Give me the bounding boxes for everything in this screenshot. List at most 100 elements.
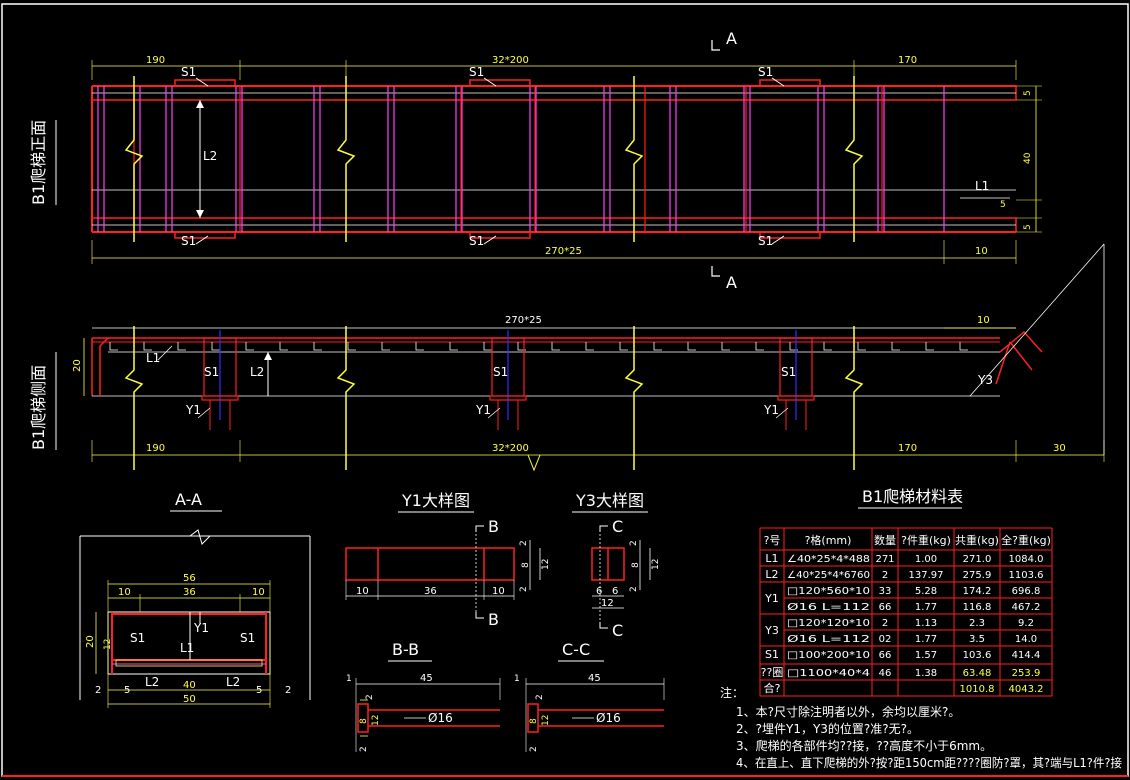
table-cell-spec: ∠40*25*4*488 — [787, 554, 870, 565]
fv-l1: L1 — [975, 179, 989, 193]
aa-l2-left: L2 — [145, 675, 159, 689]
fv-section-a-bottom: A — [726, 273, 737, 292]
table-cell-value: 1.57 — [915, 650, 937, 661]
bb-dia: Ø16 — [428, 711, 453, 725]
bb-title: B-B — [392, 640, 419, 659]
aa-y1: Y1 — [193, 621, 209, 635]
table-cell-value: 2 — [882, 570, 888, 581]
sv-rung-tooth — [959, 342, 968, 351]
table-cell-spec: Ø16 L=112 — [787, 601, 870, 613]
fv-section-a-top: A — [726, 29, 737, 48]
table-header-cell: 全?重(kg) — [1001, 533, 1051, 547]
sv-rung-tooth — [177, 342, 186, 351]
table-cell-value: 103.6 — [963, 650, 992, 661]
aa-dim-5a: 5 — [124, 685, 130, 696]
aa-dim-10b: 10 — [252, 587, 265, 598]
aa-l1: L1 — [180, 641, 194, 655]
table-cell-value: 1.77 — [915, 602, 937, 613]
sv-y1-leader — [197, 407, 211, 419]
fv-s1-br: S1 — [758, 234, 773, 248]
front-view-title: B1爬梯正面 — [29, 120, 48, 205]
fv-s1-tr: S1 — [758, 65, 773, 79]
y1-dim-2b: 2 — [519, 586, 529, 592]
table-cell-value: 275.9 — [963, 570, 992, 581]
sv-l2: L2 — [250, 365, 264, 379]
sv-rung-tooth — [857, 342, 866, 351]
y3-dim-12: 12 — [601, 598, 614, 609]
aa-s1-right: S1 — [240, 631, 255, 645]
cc-dim-8: 8 — [529, 718, 539, 724]
sv-rung-tooth — [211, 342, 220, 351]
aa-dim-50: 50 — [183, 694, 196, 705]
table-cell-value: 271.0 — [963, 554, 992, 565]
table-cell-value: 46 — [879, 668, 892, 679]
aa-dim-5b: 5 — [256, 685, 262, 696]
sv-break-line — [844, 326, 864, 470]
table-cell-id: L1 — [765, 552, 778, 565]
bb-dim-1: 1 — [346, 674, 352, 684]
fv-s1-tm: S1 — [469, 65, 484, 79]
sv-rung-tooth — [143, 342, 152, 351]
y1-title: Y1大样图 — [401, 491, 470, 510]
fv-dim-190: 190 — [146, 55, 165, 66]
sv-rung-tooth — [687, 342, 696, 351]
sv-rung-tooth — [245, 342, 254, 351]
fv-s1-plate — [469, 231, 531, 239]
y1-dim-36: 36 — [424, 586, 437, 597]
fv-s1-plate — [469, 79, 531, 87]
sv-rung-tooth — [313, 342, 322, 351]
sv-rung-tooth — [823, 342, 832, 351]
table-cell-id: Y3 — [764, 624, 779, 637]
sv-y1-leader — [775, 407, 789, 419]
fv-s1-leader — [771, 77, 785, 87]
fv-break-line — [124, 76, 144, 242]
sv-y3-bracket — [999, 330, 1043, 353]
sv-s1-b: S1 — [493, 365, 508, 379]
table-cell-value: 9.2 — [1018, 618, 1034, 629]
aa-dim-10a: 10 — [118, 587, 131, 598]
sv-dim-190: 190 — [146, 443, 165, 454]
detail-y1: Y1大样图 10 36 10 2 8 12 2 B B — [345, 491, 551, 629]
cc-dia: Ø16 — [596, 711, 621, 725]
fv-s1-tl: S1 — [181, 65, 196, 79]
table-cell-value: 4043.2 — [1009, 684, 1044, 695]
sv-rung-tooth — [925, 342, 934, 351]
sv-y3: Y3 — [977, 373, 993, 387]
fv-s1-leader — [195, 77, 209, 87]
table-cell-value: 14.0 — [1015, 634, 1037, 645]
sv-s1-c: S1 — [781, 365, 796, 379]
aa-title: A-A — [175, 490, 202, 509]
table-cell-value: 467.2 — [1012, 602, 1041, 613]
sv-break-line — [124, 326, 144, 470]
sv-rung-tooth — [517, 342, 526, 351]
material-table: B1爬梯材料表 ?号?格(mm)数量?件重(kg)共重(kg)全?重(kg)L1… — [759, 487, 1053, 697]
table-cell-value: 1.00 — [915, 554, 937, 565]
bb-dim-45: 45 — [420, 673, 433, 684]
cc-dim-2b: 2 — [529, 746, 539, 752]
sv-y1-leader — [487, 407, 501, 419]
sv-rung-tooth — [415, 342, 424, 351]
table-cell-spec: □100*200*10 — [787, 650, 870, 661]
fv-s1-plate — [759, 79, 821, 87]
table-cell-value: 271 — [875, 554, 894, 565]
cc-dim-2a: 2 — [535, 694, 545, 700]
fv-dim-40: 40 — [1023, 152, 1033, 164]
y1-dim-2a: 2 — [519, 540, 529, 546]
sv-rung-tooth — [551, 342, 560, 351]
fv-section-mark-top — [711, 40, 720, 51]
sv-y1-plate — [201, 395, 239, 401]
section-cc: C-C 45 1 2 8 12 2 Ø16 — [514, 640, 665, 752]
table-cell-value: 696.8 — [1012, 586, 1041, 597]
table-cell-spec: □1100*40*4 — [787, 668, 870, 679]
sv-rung-tooth — [891, 342, 900, 351]
cc-title: C-C — [562, 640, 590, 659]
sv-rung-tooth — [585, 342, 594, 351]
sv-left-hook — [99, 337, 109, 396]
fv-dim-5b: 5 — [1000, 200, 1006, 210]
table-cell-value: 137.97 — [909, 570, 944, 581]
side-view: B1爬梯侧面 270*25 10 20 190 32*200 170 30 L1… — [29, 243, 1105, 472]
fv-arrow — [196, 100, 204, 108]
table-cell-value: 63.48 — [963, 668, 992, 679]
y1-section-b-bottom: B — [488, 610, 499, 629]
aa-dim-20: 20 — [85, 635, 96, 648]
